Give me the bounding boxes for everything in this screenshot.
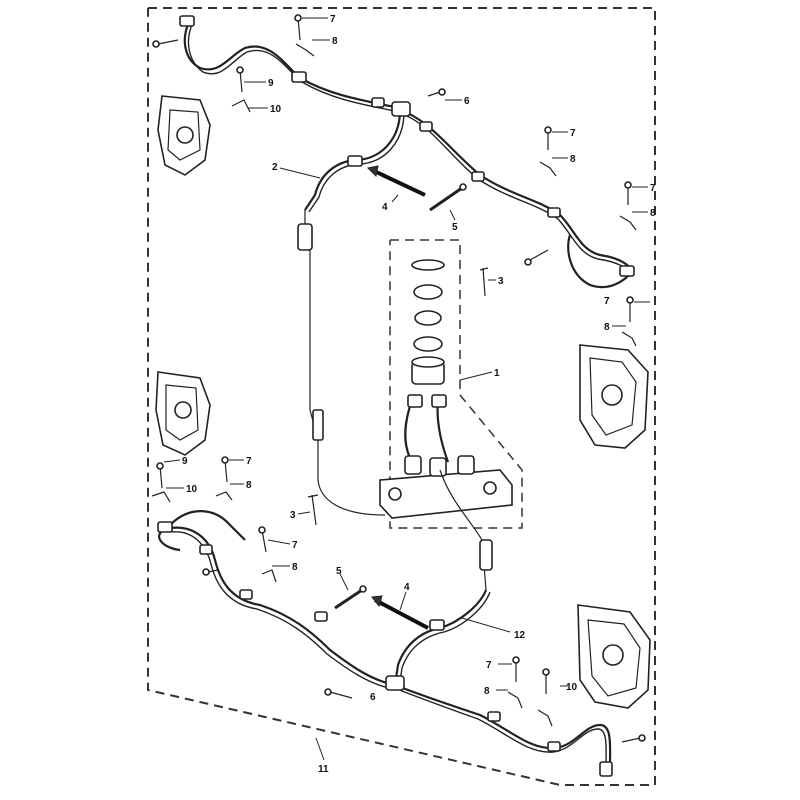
leader-lines xyxy=(163,17,650,761)
bolt-upper xyxy=(429,183,467,212)
caliper-mid-right xyxy=(579,344,649,449)
protector-upper xyxy=(366,165,426,197)
callout-7-e: 7 xyxy=(246,456,252,467)
callout-3-clip-lower: 3 xyxy=(290,510,296,521)
bolt-lower xyxy=(334,585,367,610)
upper-brake-line xyxy=(179,15,635,410)
caliper-top-left xyxy=(157,95,211,176)
callout-7-c: 7 xyxy=(650,183,656,194)
fasteners xyxy=(151,14,646,743)
callout-8-f: 8 xyxy=(292,562,298,573)
master-cylinder-assembly xyxy=(379,239,523,529)
callout-12-lower-hose: 12 xyxy=(514,630,526,641)
callout-3-clip-center: 3 xyxy=(498,276,504,287)
protector-lower xyxy=(371,595,429,630)
callout-5-bolt-upper: 5 xyxy=(452,222,458,233)
callout-7-b: 7 xyxy=(570,128,576,139)
callout-8-c: 8 xyxy=(650,208,656,219)
callout-1-master-cylinder: 1 xyxy=(494,368,500,379)
callout-7-f: 7 xyxy=(292,540,298,551)
callout-7-a: 7 xyxy=(330,14,336,25)
callout-6-bolt-top-right: 6 xyxy=(464,96,470,107)
callout-9-b: 9 xyxy=(182,456,188,467)
callout-10-b: 10 xyxy=(186,484,198,495)
caliper-bottom-right xyxy=(577,604,651,709)
callout-10-a: 10 xyxy=(270,104,282,115)
callout-8-d: 8 xyxy=(604,322,610,333)
caliper-mid-left xyxy=(155,371,211,456)
callout-4-protector-lower: 4 xyxy=(404,582,410,593)
callout-11-assembly: 11 xyxy=(318,764,329,775)
callout-8-g: 8 xyxy=(484,686,490,697)
callout-8-a: 8 xyxy=(332,36,338,47)
lower-brake-line xyxy=(157,510,613,777)
callout-8-e: 8 xyxy=(246,480,252,491)
assembly-outline xyxy=(147,7,656,786)
callout-labels: 1 2 3 3 4 4 5 5 6 6 7 7 7 7 7 7 8 8 8 8 … xyxy=(182,14,656,775)
clip-lower xyxy=(307,494,319,526)
callout-4-protector-upper: 4 xyxy=(382,202,388,213)
callout-2-upper-hose: 2 xyxy=(272,162,278,173)
clip-center xyxy=(479,267,489,297)
callout-9-a: 9 xyxy=(268,78,274,89)
callout-5-bolt-lower: 5 xyxy=(336,566,342,577)
callout-8-b: 8 xyxy=(570,154,576,165)
callout-6-bolt-bottom-left: 6 xyxy=(370,692,376,703)
callout-10-c: 10 xyxy=(566,682,578,693)
callout-7-d: 7 xyxy=(604,296,610,307)
callout-7-g: 7 xyxy=(486,660,492,671)
